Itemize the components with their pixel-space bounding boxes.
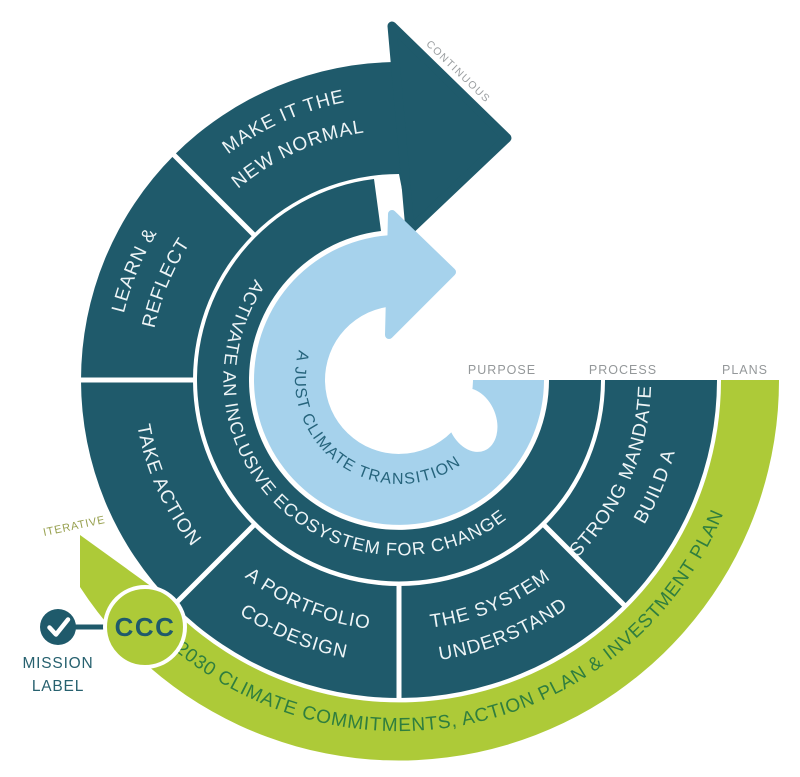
segment-divider — [541, 522, 627, 608]
outer-process-ring — [81, 26, 717, 698]
segment-divider — [171, 152, 257, 238]
spiral-gap — [446, 388, 498, 452]
flow-label-iterative: ITERATIVE — [42, 514, 106, 539]
phase-label-process: PROCESS — [589, 363, 657, 377]
mission-label-group: CCC MISSION LABEL — [22, 585, 187, 695]
ccc-badge-text: CCC — [115, 612, 176, 642]
iterative-arrow-band — [80, 380, 780, 761]
ccc-badge — [103, 585, 187, 669]
phase-label-plans: PLANS — [722, 363, 768, 377]
check-icon — [47, 617, 71, 637]
inner-purpose-band — [254, 235, 544, 525]
mission-label-line2: LABEL — [32, 678, 84, 695]
segment-dividers — [79, 152, 627, 700]
mission-label-line1: MISSION — [22, 655, 93, 672]
check-circle — [40, 609, 76, 645]
cycle-arrow-head — [385, 210, 456, 339]
phase-label-purpose: PURPOSE — [468, 363, 536, 377]
continuous-arrow-head — [387, 21, 512, 235]
segment-divider — [171, 522, 257, 608]
